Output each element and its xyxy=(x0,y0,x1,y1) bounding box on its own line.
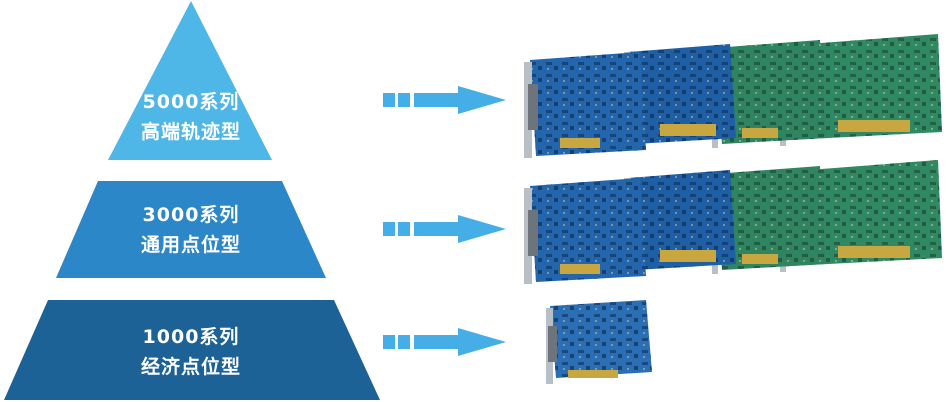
product-image-3000-series xyxy=(524,160,942,284)
arrow-bottom xyxy=(383,328,506,356)
tier-bottom-label: 1000系列 经济点位型 xyxy=(111,322,271,382)
tier-middle-series: 3000系列 xyxy=(142,204,240,226)
tier-top-series: 5000系列 xyxy=(142,91,240,113)
blue-board-pcie xyxy=(524,52,646,158)
green-board-pcie xyxy=(712,166,826,274)
arrow-middle xyxy=(383,215,506,243)
pyramid-tier-top xyxy=(108,1,272,160)
arrow-top xyxy=(383,86,506,114)
tier-middle-label: 3000系列 通用点位型 xyxy=(111,200,271,260)
pyramid-tier-middle xyxy=(56,181,326,278)
tier-top-category: 高端轨迹型 xyxy=(140,121,241,143)
product-image-1000-series xyxy=(546,300,652,384)
blue-board-pcie xyxy=(524,178,646,284)
tier-bottom-category: 经济点位型 xyxy=(140,356,241,378)
blue-board-pci xyxy=(624,44,736,148)
tier-top-label: 5000系列 高端轨迹型 xyxy=(111,87,271,147)
tier-middle-category: 通用点位型 xyxy=(140,234,241,256)
tier-bottom-series: 1000系列 xyxy=(142,326,240,348)
product-image-5000-series xyxy=(524,34,942,158)
pyramid-tier-bottom xyxy=(4,300,380,400)
